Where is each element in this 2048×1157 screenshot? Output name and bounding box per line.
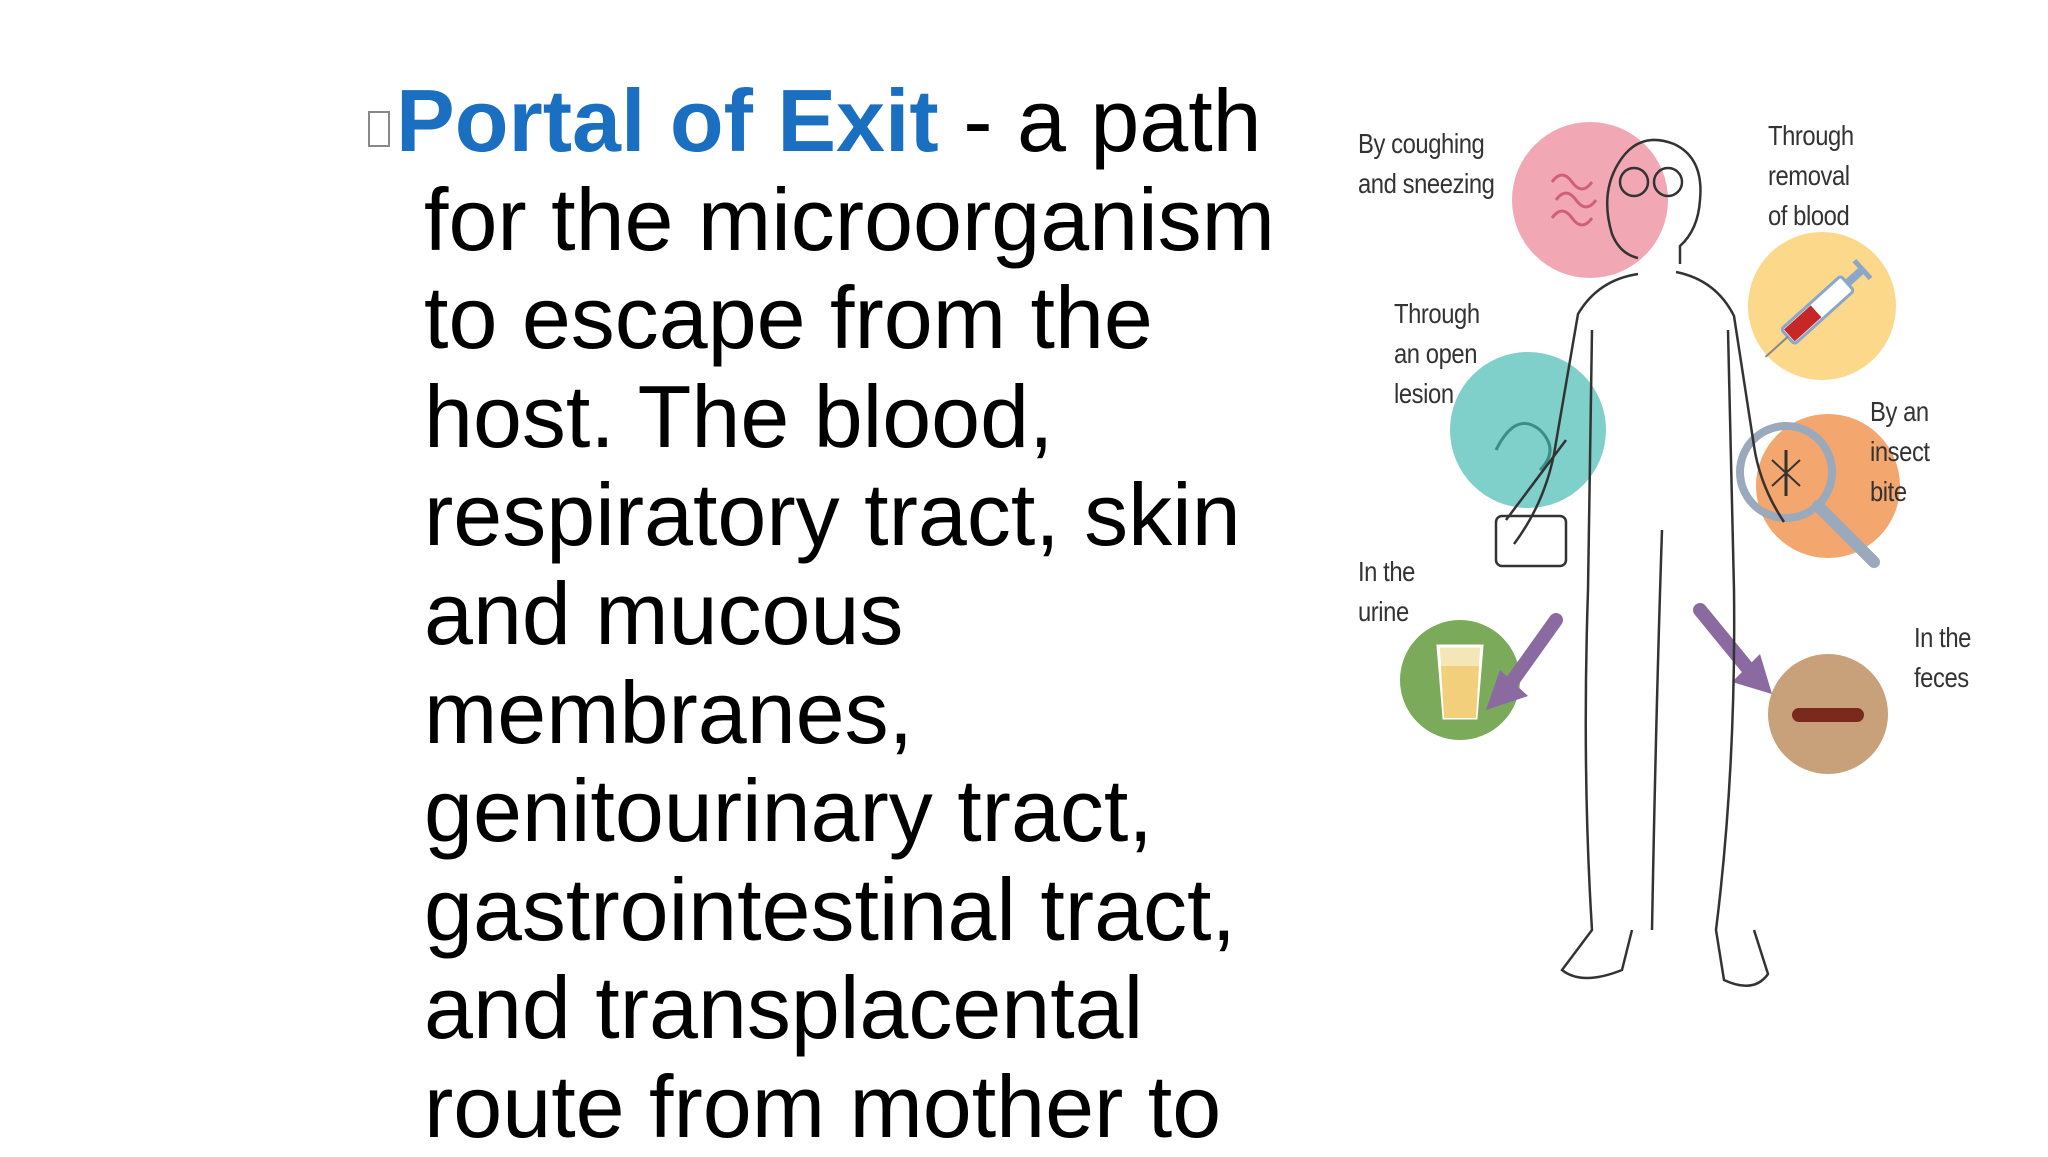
label-coughing: By coughing and sneezing xyxy=(1358,128,1495,199)
definition-line: host. The blood, xyxy=(424,366,1054,466)
arrow-urine-head xyxy=(1486,670,1528,710)
illustration-graphic xyxy=(1400,122,1900,987)
definition-line: gastrointestinal tract, xyxy=(424,859,1236,959)
insect-bite-icon xyxy=(1736,414,1900,568)
definition-line: for the microorganism xyxy=(424,169,1275,269)
definition-line: and transplacental xyxy=(424,958,1144,1058)
syringe-icon xyxy=(1748,232,1896,380)
arrow-urine xyxy=(1499,613,1563,697)
portal-of-exit-illustration: By coughing and sneezing Through removal… xyxy=(1356,110,1988,1152)
label-blood-removal: Through removal of blood xyxy=(1768,120,1854,231)
bullet-icon xyxy=(368,111,390,147)
feces-icon xyxy=(1768,654,1888,774)
term-heading: Portal of Exit xyxy=(396,71,939,170)
arrow-feces-head xyxy=(1732,654,1772,694)
label-urine: In the urine xyxy=(1358,556,1416,627)
urine-glass-icon xyxy=(1400,620,1520,740)
person-figure xyxy=(1494,138,1786,987)
arrow-feces xyxy=(1693,603,1761,683)
text-line-1: Portal of Exit - a path xyxy=(368,71,1328,171)
definition-line: - a path xyxy=(938,71,1262,170)
definition-line: membranes, xyxy=(424,662,914,762)
lesion-icon xyxy=(1450,352,1606,508)
label-insect-bite: By an insect bite xyxy=(1870,396,1930,507)
definition-line: route from mother to xyxy=(424,1056,1222,1156)
definition-line: to escape from the xyxy=(424,268,1153,368)
definition-line: respiratory tract, skin xyxy=(424,465,1241,565)
label-feces: In the feces xyxy=(1914,622,1972,693)
label-open-lesion: Through an open lesion xyxy=(1394,298,1480,409)
cough-icon xyxy=(1512,122,1668,278)
definition-line: genitourinary tract, xyxy=(424,761,1153,861)
definition-line: and mucous xyxy=(424,563,904,663)
slide-text: Portal of Exit - a path for the microorg… xyxy=(368,71,1328,1157)
